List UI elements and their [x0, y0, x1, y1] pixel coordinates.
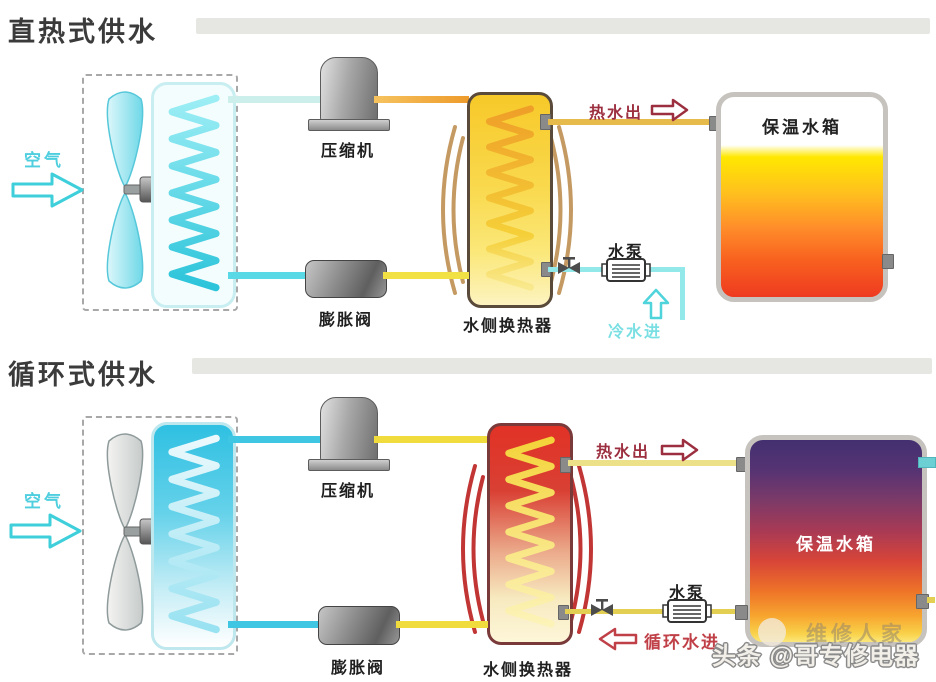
heat-wave-icon: [549, 125, 573, 295]
watermark-text: 头条 @哥专修电器: [712, 643, 920, 670]
pipe-compressor-to-heat-exchanger: [374, 96, 469, 103]
pipe-compressor-to-heat-exchanger: [374, 436, 491, 443]
cold-water-in-label: 冷水进: [608, 324, 663, 341]
heat-exchanger-coil-icon: [505, 436, 555, 628]
heat-wave-icon: [441, 125, 465, 295]
compressor-base: [308, 459, 390, 471]
valve-icon: [591, 599, 613, 616]
heat-exchanger-label: 水侧换热器: [462, 318, 553, 335]
section-direct-supply: 直热式供水 空气: [8, 17, 930, 341]
storage-tank: 保温水箱: [716, 92, 888, 302]
air-arrow-icon: [11, 172, 84, 208]
compressor-base: [308, 119, 390, 131]
section-circulation-supply: 循环式供水 空气: [0, 345, 936, 682]
compressor: [320, 57, 378, 123]
pipe-cold-water-riser: [680, 267, 685, 320]
pipe-connector: [882, 254, 894, 269]
expansion-valve: [305, 260, 387, 298]
pipe-hot-water-to-tank: [548, 119, 716, 125]
pump-icon: [662, 599, 712, 623]
hot-water-out-arrow-icon: [650, 98, 689, 122]
air-label: 空气: [24, 151, 64, 170]
evaporator-coil-icon: [168, 434, 220, 634]
evaporator-unit-outline: [82, 74, 238, 311]
cold-water-in-arrow-icon: [642, 288, 670, 320]
evaporator-coil-icon: [168, 94, 220, 292]
pump-label: 水泵: [607, 244, 644, 261]
pipe-expansion-valve-to-heat-exchanger: [383, 272, 469, 279]
section-title: 循环式供水: [8, 360, 158, 390]
section-divider-bar: [196, 18, 930, 34]
compressor-label: 压缩机: [320, 483, 375, 500]
air-label: 空气: [24, 492, 64, 511]
compressor: [320, 397, 378, 463]
pipe-evaporator-to-compressor: [228, 436, 322, 443]
expansion-valve: [318, 606, 400, 645]
pipe-hot-water-to-tank: [568, 460, 748, 466]
tank-label: 保温水箱: [762, 118, 842, 137]
water-heat-exchanger: [467, 92, 553, 308]
circulation-water-in-label: 循环水进: [644, 633, 720, 652]
hot-water-out-arrow-icon: [660, 438, 699, 462]
evaporator: [151, 82, 236, 308]
pipe-evaporator-to-expansion-valve: [228, 621, 320, 628]
evaporator: [151, 422, 236, 650]
watermark-faint-text: 维修人家: [806, 623, 906, 646]
air-arrow-icon: [9, 513, 82, 549]
hot-water-out-label: 热水出: [596, 444, 651, 461]
pipe-expansion-valve-to-heat-exchanger: [396, 621, 488, 628]
pipe-evaporator-to-expansion-valve: [228, 272, 307, 279]
storage-tank: 保温水箱: [745, 435, 927, 647]
section-divider-bar: [192, 358, 932, 374]
pipe-connector: [735, 605, 748, 620]
hot-water-out-label: 热水出: [589, 105, 644, 122]
circulation-water-in-arrow-icon: [598, 627, 638, 651]
watermark-logo-icon: [758, 618, 786, 646]
valve-icon: [558, 257, 580, 274]
heat-wave-icon: [461, 464, 485, 634]
heat-exchanger-label: 水侧换热器: [482, 662, 573, 679]
section-title: 直热式供水: [8, 17, 158, 47]
compressor-label: 压缩机: [320, 143, 375, 160]
pipe-stub: [927, 597, 935, 603]
tank-label: 保温水箱: [796, 535, 876, 554]
expansion-valve-label: 膨胀阀: [318, 312, 373, 329]
pump-label: 水泵: [668, 585, 705, 602]
pipe-evaporator-to-compressor: [228, 96, 322, 103]
pipe-circulation-line: [565, 609, 740, 614]
pump-icon: [601, 258, 651, 282]
tank-cold-inlet-stub: [918, 457, 936, 468]
expansion-valve-label: 膨胀阀: [330, 660, 385, 677]
heat-exchanger-coil-icon: [485, 105, 534, 291]
evaporator-unit-outline: [82, 416, 238, 655]
